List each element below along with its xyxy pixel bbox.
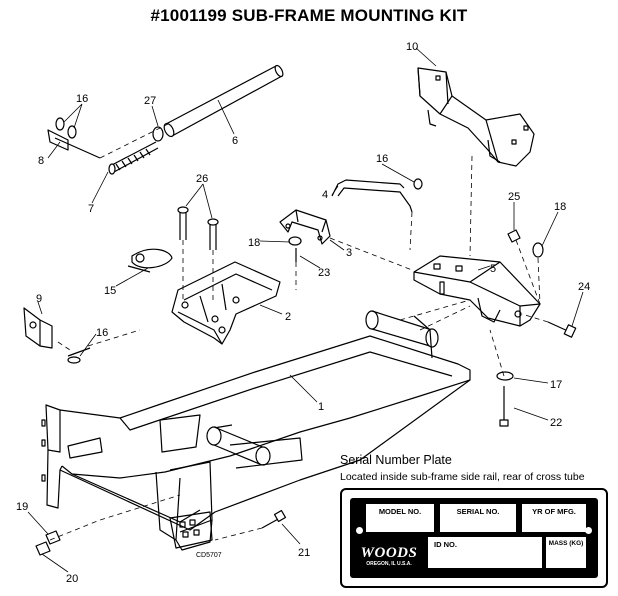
- brand-name: WOODS: [360, 545, 418, 561]
- callout-1: 1: [318, 401, 324, 413]
- callout-27: 27: [144, 95, 156, 107]
- callout-16-left: 16: [96, 327, 108, 339]
- part-10-hitch-bracket: [417, 67, 535, 167]
- part-4-pin: [331, 179, 413, 213]
- part-9-bracket: [23, 307, 53, 349]
- callout-25: 25: [508, 191, 520, 203]
- callout-6: 6: [232, 135, 238, 147]
- part-2-front-bracket: [171, 261, 281, 345]
- callout-24: 24: [578, 281, 590, 293]
- part-8-pin: [47, 129, 101, 159]
- id-no-field: ID NO.: [428, 537, 542, 568]
- callout-21: 21: [298, 547, 310, 559]
- callout-20: 20: [66, 573, 78, 585]
- part-3-small-bracket: [279, 209, 331, 245]
- callout-17: 17: [550, 379, 562, 391]
- serial-no-field: SERIAL NO.: [440, 504, 516, 532]
- callout-8: 8: [38, 155, 44, 167]
- part-6-tube: [163, 64, 284, 138]
- leader-lines: [27, 47, 584, 573]
- callout-9: 9: [36, 293, 42, 305]
- callout-18-left: 18: [248, 237, 260, 249]
- serial-number-plate: MODEL NO. SERIAL NO. YR OF MFG. ID NO. M…: [340, 488, 608, 588]
- part-7-spring: [108, 141, 159, 175]
- plate-face: MODEL NO. SERIAL NO. YR OF MFG. ID NO. M…: [350, 498, 598, 578]
- woods-logo: WOODS OREGON, IL U.S.A.: [356, 545, 422, 567]
- callout-16-middle: 16: [376, 153, 388, 165]
- yr-of-mfg-field: YR OF MFG.: [522, 504, 586, 532]
- mounting-hole-left: [356, 527, 363, 534]
- assembly-lines: [49, 123, 549, 541]
- callout-3: 3: [346, 247, 352, 259]
- part-1-sub-frame: [41, 310, 471, 551]
- callout-19: 19: [16, 501, 28, 513]
- callout-5: 5: [490, 263, 496, 275]
- callout-labels: 1 2 3 4 5 6 7 8 9 10 15 16 16 16 17 18 1…: [16, 41, 590, 585]
- callout-23: 23: [318, 267, 330, 279]
- callout-16-top: 16: [76, 93, 88, 105]
- callout-10: 10: [406, 41, 418, 53]
- serial-plate-caption: Serial Number Plate Located inside sub-f…: [340, 453, 610, 483]
- callout-7: 7: [88, 203, 94, 215]
- mass-field: MASS (KG): [546, 537, 586, 568]
- serial-plate-heading: Serial Number Plate: [340, 453, 452, 467]
- part-5-rear-bracket: [413, 255, 541, 327]
- callout-2: 2: [285, 311, 291, 323]
- model-no-field: MODEL NO.: [366, 504, 434, 532]
- mounting-hole-right: [585, 527, 592, 534]
- page-title: #1001199 SUB-FRAME MOUNTING KIT: [150, 6, 468, 25]
- callout-15: 15: [104, 285, 116, 297]
- callout-22: 22: [550, 417, 562, 429]
- hardware: [35, 117, 577, 556]
- callout-4: 4: [322, 189, 328, 201]
- serial-plate-location: Located inside sub-frame side rail, rear…: [340, 471, 585, 483]
- drawing-number: CD5707: [196, 552, 222, 559]
- callout-18-right: 18: [554, 201, 566, 213]
- callout-26: 26: [196, 173, 208, 185]
- brand-location: OREGON, IL U.S.A.: [366, 561, 412, 567]
